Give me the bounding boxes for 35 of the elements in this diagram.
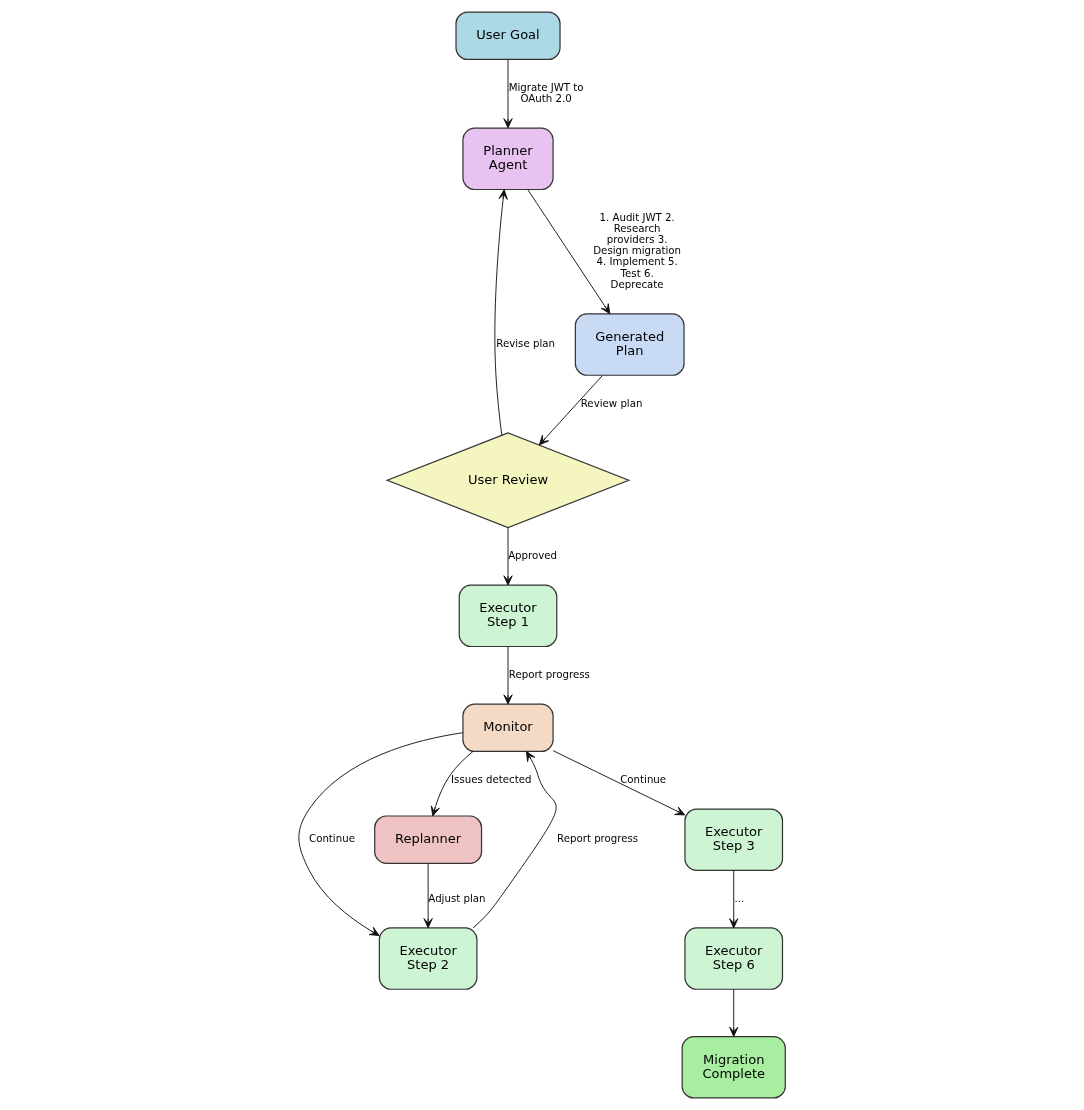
edge-label: Review plan xyxy=(580,397,643,409)
edge-label: Continue xyxy=(309,833,355,845)
arrow xyxy=(552,750,686,816)
arrow xyxy=(430,751,474,817)
node-box: Monitor xyxy=(462,703,554,753)
edge-label: Report progress xyxy=(508,668,590,680)
edge-label: ... xyxy=(734,892,745,904)
arrow xyxy=(503,527,513,586)
arrow xyxy=(494,189,508,436)
edge-label: Migrate JWT to OAuth 2.0 xyxy=(508,81,584,104)
arrow xyxy=(729,988,739,1037)
arrow xyxy=(527,189,611,315)
arrow xyxy=(423,863,433,929)
arrow xyxy=(503,59,513,129)
node-box: Executor Step 6 xyxy=(684,927,784,990)
edge-label: Revise plan xyxy=(496,338,555,350)
node-box: Executor Step 2 xyxy=(378,927,478,990)
node-box: Executor Step 3 xyxy=(684,808,784,871)
node-box: User Goal xyxy=(455,11,561,61)
node-box: Generated Plan xyxy=(574,313,685,376)
arrow xyxy=(729,870,739,929)
node-box: Replanner xyxy=(374,815,483,864)
arrow xyxy=(503,646,513,705)
edge-label: Adjust plan xyxy=(428,892,486,904)
edge-label: 1. Audit JWT 2. Research providers 3. Design migration 4. Implement 5. Test 6. Deprecate xyxy=(593,211,681,290)
node-box: Executor Step 1 xyxy=(458,584,558,648)
edge-label: Approved xyxy=(508,549,558,561)
node-box: Migration Complete xyxy=(681,1036,786,1099)
arrow xyxy=(472,751,557,929)
edge-label: Issues detected xyxy=(451,773,532,785)
edge-label: Report progress xyxy=(557,833,639,845)
node-box: Planner Agent xyxy=(462,127,554,191)
arrow xyxy=(538,375,603,446)
arrow xyxy=(298,732,464,937)
edge-label: Continue xyxy=(620,773,667,785)
